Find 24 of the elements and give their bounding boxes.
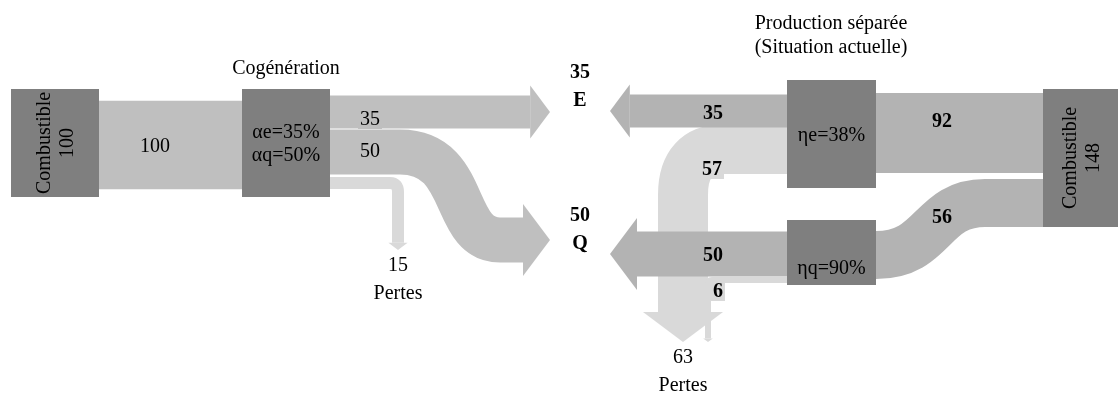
box-text: ηq=90% <box>797 256 866 279</box>
box-text: αq=50% <box>251 143 321 166</box>
flow-value: Pertes <box>373 280 423 305</box>
box-text: ηe=38% <box>797 122 866 146</box>
box-text: 148 <box>1080 143 1104 173</box>
flow-value: 15 <box>388 252 408 277</box>
node-title: Cogénération <box>231 55 341 79</box>
node-title: Production séparée (Situation actuelle) <box>753 10 909 58</box>
flow-band-arrow <box>330 85 550 139</box>
flow-value: Pertes <box>658 372 708 397</box>
flow-value: E <box>573 87 587 112</box>
flow-band-arrow <box>703 277 787 342</box>
flow-band-arrow <box>330 177 408 250</box>
box-text: αe=35% <box>252 120 320 143</box>
flow-value: 63 <box>673 344 693 369</box>
box-text: 100 <box>55 128 78 158</box>
box-text: Combustible <box>32 91 55 195</box>
box-text: Combustible <box>1057 106 1081 210</box>
flow-value: 50 <box>570 202 590 227</box>
flow-band-arrow <box>610 84 787 138</box>
flow-band-arrow <box>610 218 787 290</box>
flow-value: 35 <box>570 59 590 84</box>
flow-band-arrow <box>330 129 550 276</box>
flow-value: Q <box>572 230 588 255</box>
